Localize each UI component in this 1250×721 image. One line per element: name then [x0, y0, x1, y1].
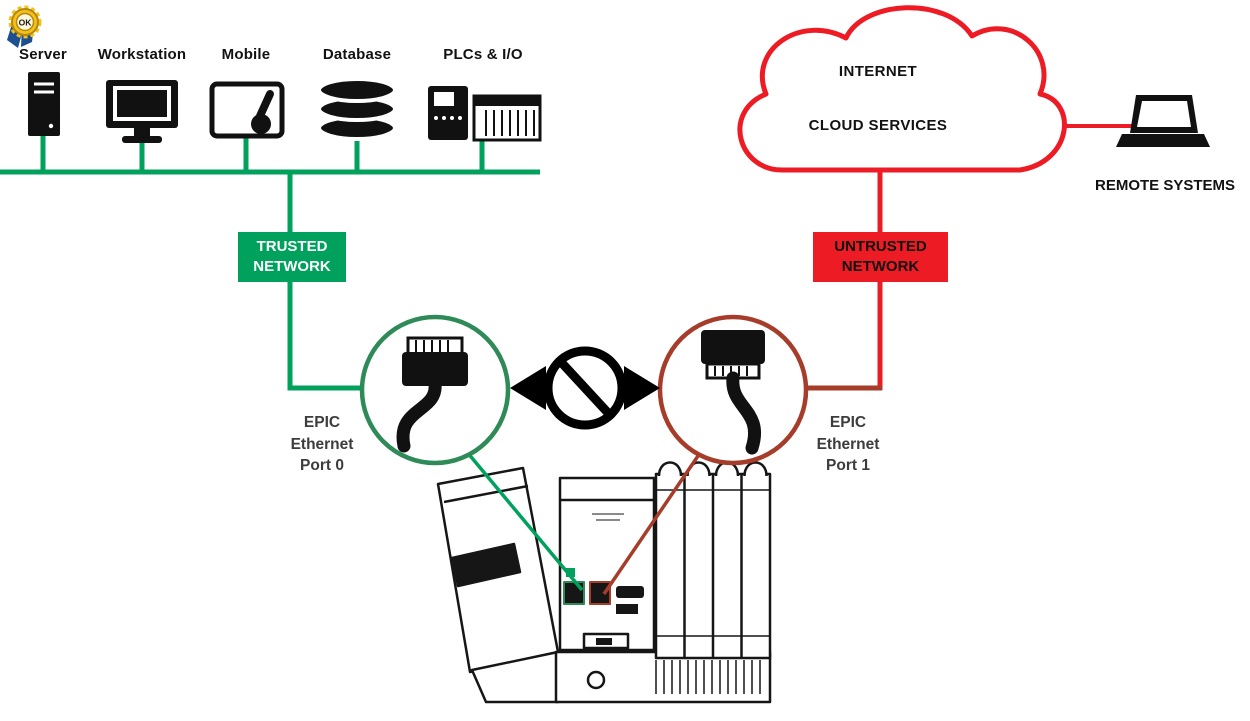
- eth0-port: [563, 581, 585, 605]
- database-icon: [317, 77, 397, 141]
- prohibition-icon: [543, 346, 627, 430]
- usb-port: [616, 604, 638, 614]
- device-label-server: Server: [19, 46, 67, 63]
- eth1-port: [589, 581, 611, 605]
- module-handle: [657, 461, 683, 477]
- device-label-plc: PLCs & I/O: [443, 46, 523, 63]
- plc-icon: [428, 86, 542, 142]
- processor-module: [558, 476, 656, 652]
- port1-connection-line: [602, 452, 702, 595]
- mobile-icon: [209, 81, 285, 139]
- epic-controller-illustration: [436, 461, 772, 704]
- device-label-workstation: Workstation: [97, 46, 187, 63]
- module-handle: [743, 461, 768, 477]
- laptop-icon: [1116, 95, 1210, 147]
- ok-seal-icon: OK: [7, 5, 42, 48]
- workstation-icon: [106, 80, 178, 143]
- cloud-label-services: CLOUD SERVICES: [808, 117, 948, 134]
- device-label-database: Database: [322, 46, 392, 63]
- chassis-screw: [586, 670, 606, 690]
- port0-label: EPIC Ethernet Port 0: [290, 414, 354, 475]
- seal-ok-text: OK: [19, 18, 33, 28]
- ethernet-cable: [726, 371, 761, 455]
- port0-connection-line: [465, 450, 584, 592]
- ethernet-plug-icon-port1: [701, 330, 765, 455]
- cloud-shape: [737, 5, 1067, 173]
- cloud-label-internet: INTERNET: [838, 63, 918, 80]
- remote-systems-label: REMOTE SYSTEMS: [1094, 177, 1236, 194]
- device-label-mobile: Mobile: [221, 46, 271, 63]
- ethernet-cable: [396, 377, 442, 453]
- server-icon: [28, 72, 60, 136]
- psu-slot: [450, 542, 522, 588]
- processor-led: [566, 568, 575, 577]
- ethernet-plug-icon-port0: [396, 336, 468, 453]
- trusted-network-badge: TRUSTED NETWORK: [238, 232, 346, 282]
- port1-label: EPIC Ethernet Port 1: [816, 414, 880, 475]
- untrusted-network-badge: UNTRUSTED NETWORK: [813, 232, 948, 282]
- hdmi-port: [616, 586, 644, 598]
